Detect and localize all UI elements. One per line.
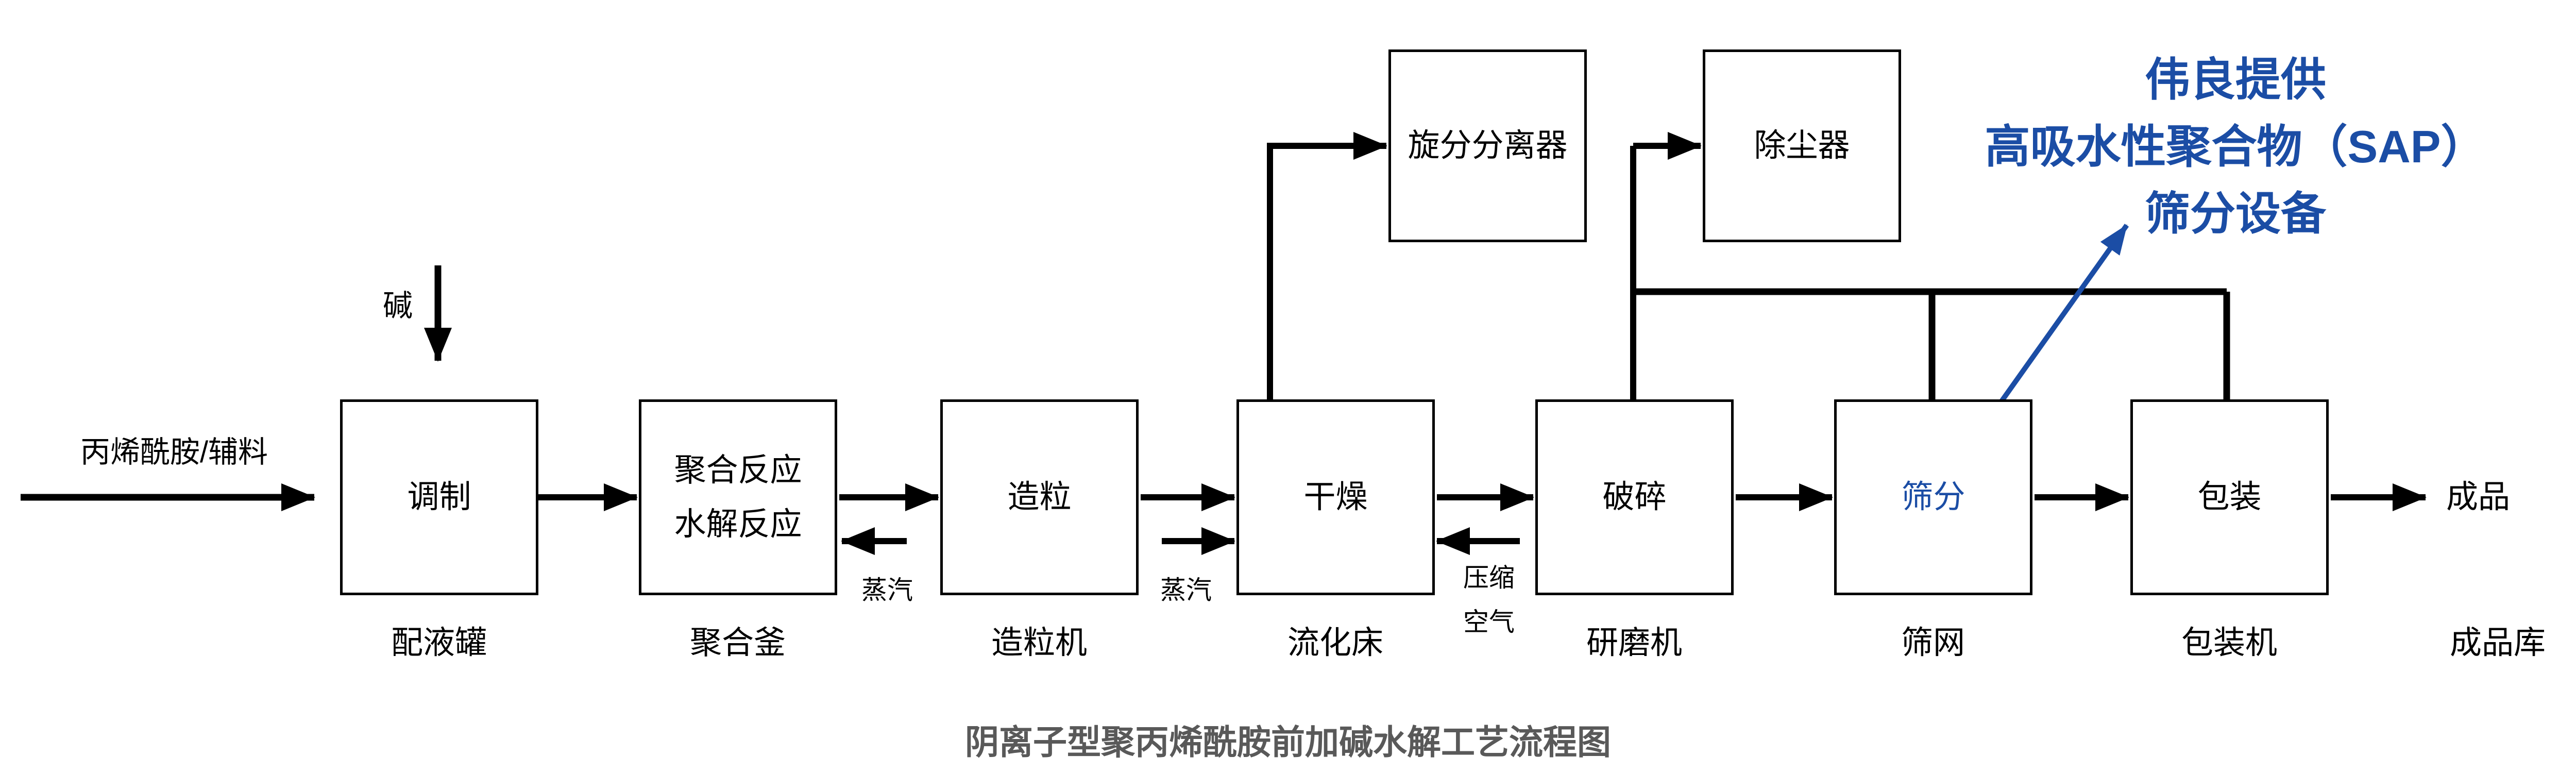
dust-collector-box-text: 除尘器 <box>1754 128 1850 164</box>
polymerization-box-text-line1: 聚合反应 <box>674 452 802 488</box>
feed-label: 丙烯酰胺/辅料 <box>80 435 268 469</box>
grinder-label: 研磨机 <box>1586 625 1682 661</box>
polymerization-box: 聚合反应 水解反应 <box>639 399 837 595</box>
product-warehouse-label: 成品库 <box>2449 625 2546 661</box>
conditioning-box-text: 调制 <box>407 479 471 515</box>
compressed-air-label: 压缩 空气 <box>1412 556 1566 644</box>
dryer-to-cyclone-line <box>1267 132 1387 399</box>
screening-box: 筛分 <box>1834 399 2032 595</box>
steam-label-reactor: 蒸汽 <box>861 576 913 604</box>
diagram-title: 阴离子型聚丙烯酰胺前加碱水解工艺流程图 <box>965 723 1611 761</box>
crushing-box-text: 破碎 <box>1602 479 1667 515</box>
drying-box-text: 干燥 <box>1303 479 1368 515</box>
vendor-annotation-line1: 伟良提供 <box>2144 54 2326 105</box>
dust-collector-box: 除尘器 <box>1703 49 1901 242</box>
compressed-air-label-line1: 压缩 <box>1463 563 1515 592</box>
cyclone-separator-box-text: 旋分分离器 <box>1408 128 1568 164</box>
crushing-box: 破碎 <box>1535 399 1734 595</box>
steam-label-dryer: 蒸汽 <box>1160 576 1212 604</box>
granulation-box-text: 造粒 <box>1007 479 1072 515</box>
granulation-box: 造粒 <box>940 399 1139 595</box>
granulator-label: 造粒机 <box>991 625 1087 661</box>
vendor-annotation-line3: 筛分设备 <box>2144 188 2326 239</box>
compressed-air-label-line2: 空气 <box>1463 608 1515 636</box>
fluid-bed-label: 流化床 <box>1287 625 1383 661</box>
alkali-label: 碱 <box>382 289 413 323</box>
vendor-annotation-line2: 高吸水性聚合物（SAP） <box>1985 121 2486 172</box>
polymerizer-label: 聚合釜 <box>689 625 786 661</box>
packing-box-text: 包装 <box>2197 479 2262 515</box>
cyclone-separator-box: 旋分分离器 <box>1388 49 1587 242</box>
packing-box: 包装 <box>2130 399 2329 595</box>
polymerization-box-text-line2: 水解反应 <box>674 507 802 542</box>
packing-machine-label: 包装机 <box>2181 625 2277 661</box>
drying-box: 干燥 <box>1236 399 1435 595</box>
screening-box-text: 筛分 <box>1901 479 1965 515</box>
mixing-tank-label: 配液罐 <box>391 625 487 661</box>
vendor-annotation: 伟良提供 高吸水性聚合物（SAP） 筛分设备 <box>1875 46 2576 247</box>
screen-mesh-label: 筛网 <box>1901 625 1965 661</box>
product-label: 成品 <box>2446 479 2511 515</box>
conditioning-box: 调制 <box>340 399 538 595</box>
